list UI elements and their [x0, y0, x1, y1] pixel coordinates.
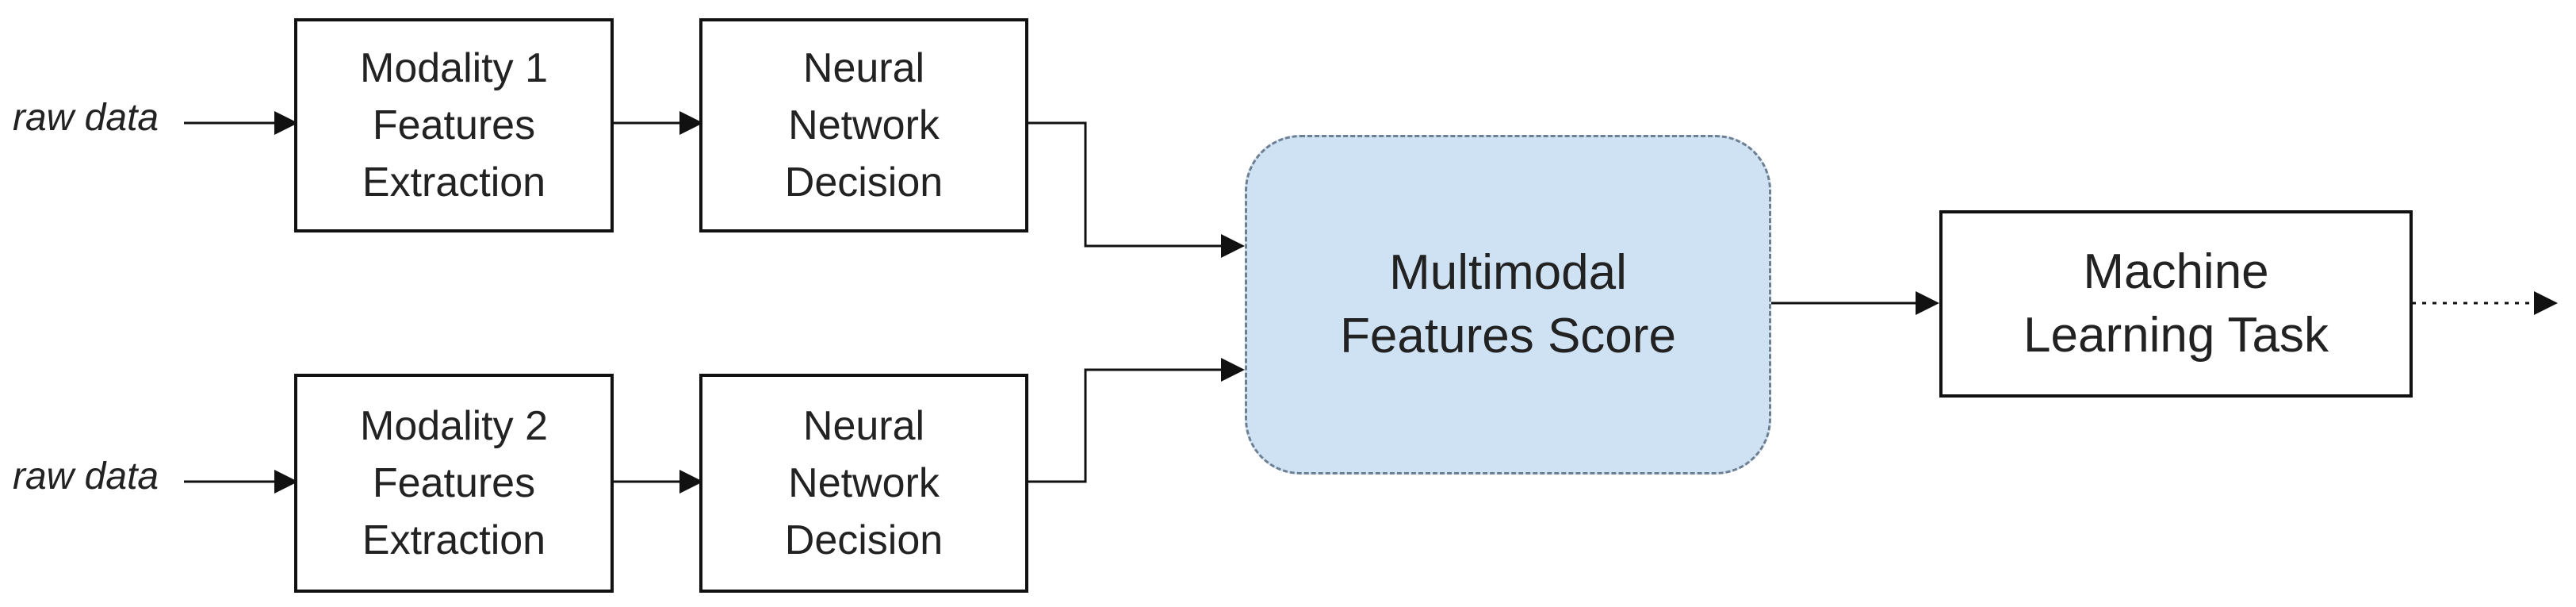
modality-1-features-line-1: Modality 1: [360, 45, 548, 91]
decision-2-line-1: Neural: [802, 403, 925, 449]
modality-1-features-line-2: Features: [372, 102, 536, 148]
fusion-line-1: Multimodal: [1389, 245, 1627, 300]
multimodal-features-score-box: Multimodal Features Score: [1245, 135, 1771, 474]
fusion-line-2: Features Score: [1340, 309, 1676, 363]
modality-2-features-line-1: Modality 2: [360, 403, 548, 449]
modality-2-features-line-2: Features: [372, 460, 536, 506]
neural-network-decision-2-box: Neural Network Decision: [699, 374, 1028, 593]
decision-2-to-fusion-arrow: [1028, 358, 1245, 483]
machine-learning-task-box: Machine Learning Task: [1939, 210, 2413, 398]
modality-1-features-line-3: Extraction: [362, 159, 546, 206]
decision-1-line-1: Neural: [802, 45, 925, 91]
decision-2-line-2: Network: [788, 460, 940, 506]
modality-1-features-box: Modality 1 Features Extraction: [294, 18, 614, 232]
task-line-1: Machine: [2083, 244, 2269, 299]
decision-1-to-fusion-arrow: [1028, 121, 1245, 258]
neural-network-decision-1-box: Neural Network Decision: [699, 18, 1028, 232]
modality-2-features-box: Modality 2 Features Extraction: [294, 374, 614, 593]
modality-2-features-line-3: Extraction: [362, 517, 546, 563]
decision-1-line-3: Decision: [784, 159, 944, 206]
decision-1-line-2: Network: [788, 102, 940, 148]
input-1-label: raw data: [13, 97, 159, 139]
decision-2-line-3: Decision: [784, 517, 944, 563]
task-line-2: Learning Task: [2023, 308, 2329, 363]
input-2-label: raw data: [13, 455, 159, 498]
